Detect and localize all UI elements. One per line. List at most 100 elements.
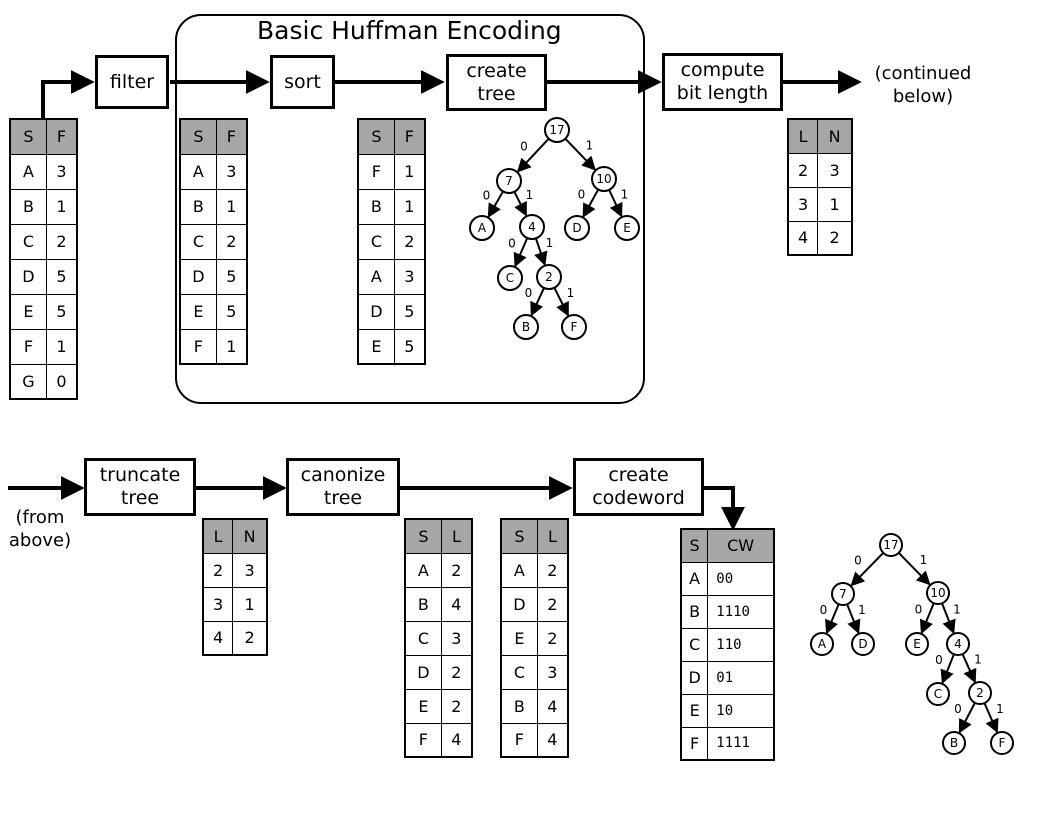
canonize-tree-stage: canonize tree [286, 458, 400, 516]
tree-node [905, 632, 929, 656]
tree-node-label: 17 [549, 123, 564, 137]
tree-node-label: 7 [839, 587, 847, 601]
table-cell: 0 [45, 363, 78, 400]
table-cell: 3 [232, 552, 268, 588]
table-cell: E [179, 293, 217, 330]
table-cell: A [9, 153, 47, 190]
table-cell: C [9, 223, 47, 260]
edge-bit-label: 1 [974, 653, 982, 667]
tree-node-label: 10 [596, 172, 611, 186]
table-cell: 5 [45, 293, 78, 330]
from-above-note: (from above) [8, 507, 72, 552]
table-cell: 1 [45, 188, 78, 225]
table-cell: 4 [440, 722, 473, 758]
column-header: N [817, 118, 853, 154]
tree-node-label: D [858, 637, 867, 651]
tree-node-label: C [934, 687, 942, 701]
table-cell: 1 [393, 153, 426, 190]
tree-node [942, 731, 966, 755]
tree-node [536, 264, 562, 290]
table-cell: 2 [440, 552, 473, 588]
tree-node [591, 166, 617, 192]
tree-edge [513, 237, 529, 268]
tree-node-label: F [999, 736, 1006, 750]
column-header: F [393, 118, 426, 155]
table-cell: 1 [215, 188, 248, 225]
tree-node-label: 10 [930, 586, 945, 600]
tree-edge [850, 552, 885, 587]
table-cell: F [500, 722, 538, 758]
edge-bit-label: 1 [526, 188, 534, 202]
table-cell: G [9, 363, 47, 400]
tree-node-label: 2 [976, 686, 984, 700]
column-header: N [232, 518, 268, 554]
column-header: S [500, 518, 538, 554]
table-cell: 2 [215, 223, 248, 260]
column-header: CW [707, 528, 775, 563]
tree-node-label: 17 [883, 538, 898, 552]
column-header: L [536, 518, 569, 554]
table-cell: 2 [817, 220, 853, 256]
basic-huffman-group-frame [175, 14, 645, 404]
table-cell: 1 [393, 188, 426, 225]
tree-edge [530, 287, 545, 317]
tree-node [990, 731, 1014, 755]
edge-bit-label: 0 [525, 286, 533, 300]
tree-edge [564, 137, 596, 171]
table-cell: 5 [45, 258, 78, 295]
table-cell: 4 [536, 722, 569, 758]
tree-node-label: 2 [545, 270, 553, 284]
tree-node-label: F [571, 320, 578, 334]
column-header: S [179, 118, 217, 155]
continued-below-note: (continued below) [874, 63, 972, 108]
tree-node [851, 632, 875, 656]
column-header: S [9, 118, 47, 155]
table-cell: 1111 [707, 726, 775, 761]
tree-node [497, 265, 523, 291]
table-cell: A [404, 552, 442, 588]
column-header: L [440, 518, 473, 554]
table-cell: B [9, 188, 47, 225]
tree-node [926, 682, 950, 706]
tree-edge [516, 138, 550, 173]
edge-bit-label: 0 [578, 188, 586, 202]
tree-edge [940, 653, 955, 685]
tree-edge [846, 603, 861, 635]
table-cell: 110 [707, 627, 775, 662]
tree-node [879, 533, 903, 557]
tree-node-label: 7 [505, 174, 513, 188]
table-cell: C [357, 223, 395, 260]
table-cell: 1110 [707, 594, 775, 629]
compute-bit-length-stage: compute bit length [662, 53, 783, 111]
tree-node [469, 215, 495, 241]
group-title: Basic Huffman Encoding [257, 16, 562, 45]
tree-edge [534, 238, 548, 267]
table-cell: E [404, 688, 442, 724]
create-tree-stage: create tree [446, 54, 547, 111]
tree-node-label: B [522, 320, 530, 334]
edge-bit-label: 1 [858, 603, 866, 617]
